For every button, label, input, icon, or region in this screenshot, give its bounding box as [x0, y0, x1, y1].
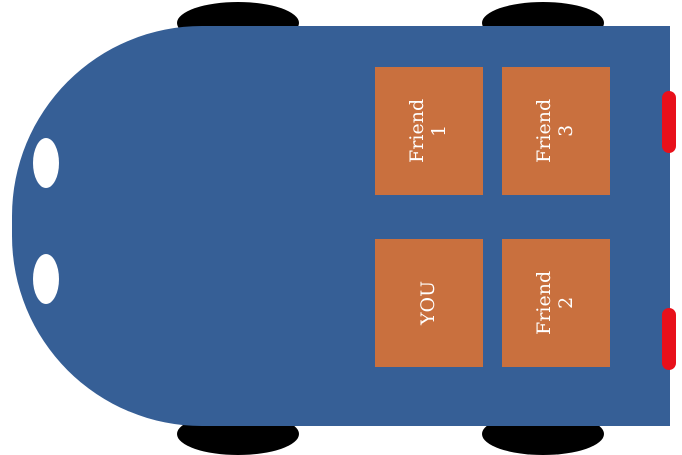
seat-friend-3: Friend 3 [502, 67, 610, 195]
seat-number: 1 [428, 124, 450, 138]
seat-number: 2 [555, 296, 577, 310]
seat-label-friend-1: Friend 1 [406, 99, 451, 163]
seat-you: YOU [375, 239, 483, 367]
headlight-bottom [33, 254, 59, 304]
seat-friend-2: Friend 2 [502, 239, 610, 367]
seat-name: Friend [406, 99, 429, 163]
taillight-bottom [662, 308, 676, 370]
seat-label-friend-3: Friend 3 [533, 99, 578, 163]
seat-number: 3 [555, 124, 577, 138]
seat-label-you: YOU [417, 280, 440, 326]
headlight-top [33, 138, 59, 188]
seat-name: YOU [417, 280, 440, 326]
taillight-top [662, 91, 676, 153]
seat-name: Friend [533, 99, 556, 163]
seat-friend-1: Friend 1 [375, 67, 483, 195]
seat-name: Friend [533, 271, 556, 335]
seat-label-friend-2: Friend 2 [533, 271, 578, 335]
